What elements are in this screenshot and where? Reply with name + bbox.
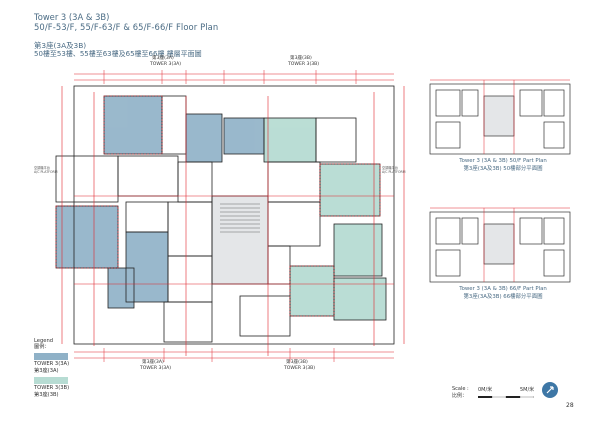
ac-platform-label-right-cn: 空調機平台 (382, 166, 398, 170)
legend: Legend 圖例： TOWER 3(3A) 第3座(3A) TOWER 3(3… (34, 338, 94, 398)
scale-label: Scale : 比例： (452, 386, 469, 399)
scale-label-en: Scale : (452, 386, 469, 392)
part-plan-50f-drawing (429, 79, 571, 155)
page-number: 28 (566, 402, 574, 409)
ac-platform-label-cn: 空調機平台 (34, 166, 50, 170)
floor-plan: 第3座(3A) TOWER 3(3A) 第3座(3B) TOWER 3(3B) … (34, 56, 424, 380)
legend-label-3b-cn: 第3座(3B) (34, 392, 59, 398)
plan-bottom-left-cn: 第3座(3A) (142, 360, 164, 365)
scale-bar (478, 396, 534, 398)
legend-label-3a: TOWER 3(3A) (34, 361, 70, 367)
plan-bottom-left-en: TOWER 3(3A) (140, 366, 172, 371)
legend-label-3a-cn: 第3座(3A) (34, 368, 59, 374)
plan-bottom-right-cn: 第3座(3B) (286, 360, 308, 365)
scale-end: 5M/米 (520, 387, 535, 393)
scale-label-cn: 比例： (452, 393, 468, 399)
tower-title: Tower 3 (3A & 3B) (34, 12, 110, 22)
plan-top-right-cn: 第3座(3B) (290, 56, 312, 61)
ac-platform-label: A/C PLATFORM (34, 170, 58, 174)
part-plan-66f-drawing (429, 207, 571, 283)
plan-top-right-en: TOWER 3(3B) (288, 62, 320, 67)
plan-top-left-cn: 第3座(3A) (152, 56, 174, 61)
legend-swatch-3a (34, 353, 68, 360)
tower-title-cn: 第3座(3A及3B) (34, 41, 87, 50)
plan-bottom-right-en: TOWER 3(3B) (284, 366, 316, 371)
part-plan-66f-caption-cn: 第3座(3A及3B) 66樓部分平面圖 (463, 294, 543, 300)
floors-title-cn: 50樓至53樓、55樓至63樓及65樓至66樓 樓層平面圖 (34, 50, 202, 58)
part-plan-50f-caption: Tower 3 (3A & 3B) 50/F Part Plan (459, 158, 547, 164)
legend-label-3b: TOWER 3(3B) (34, 385, 70, 391)
legend-title-cn: 圖例： (34, 344, 50, 350)
floors-title: 50/F-53/F, 55/F-63/F & 65/F-66/F Floor P… (34, 22, 219, 32)
plan-top-left-en: TOWER 3(3A) (150, 62, 182, 67)
part-plan-50f-caption-cn: 第3座(3A及3B) 50樓部分平面圖 (463, 166, 543, 172)
part-plan-66f-caption: Tower 3 (3A & 3B) 66/F Part Plan (459, 286, 547, 292)
legend-title: Legend (34, 338, 54, 344)
ac-platform-label-right: A/C PLATFORM (382, 170, 406, 174)
legend-swatch-3b (34, 377, 68, 384)
scale-start: 0M/米 (478, 387, 493, 393)
floor-plan-drawing (55, 70, 405, 362)
part-plan-66f (428, 206, 572, 284)
part-plan-50f (428, 78, 572, 156)
north-compass-icon (542, 382, 558, 398)
